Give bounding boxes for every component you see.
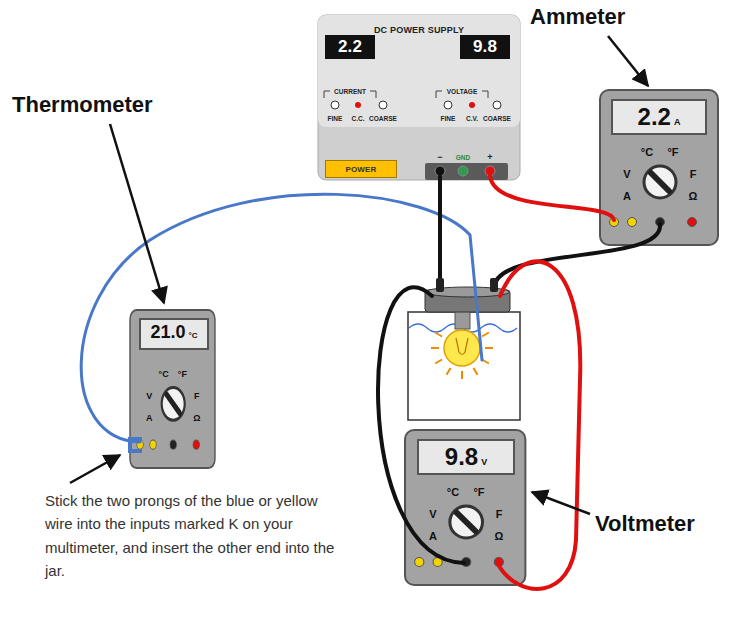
knob-label: COARSE [483, 115, 511, 122]
voltmeter-display: 9.8V [417, 439, 515, 475]
node-text: DC POWER SUPPLY [374, 25, 464, 35]
banana-plug [436, 278, 444, 292]
dial-setting-label: °C [159, 369, 169, 379]
dial-setting-label: F [690, 168, 697, 180]
knob [444, 101, 452, 109]
dial-setting-label: F [496, 508, 503, 520]
thermocouple-plug [130, 439, 142, 451]
dial-setting-label: Ω [689, 190, 698, 202]
dial-setting-label: °C [641, 146, 653, 158]
group-label: CURRENT [334, 88, 366, 95]
knob-label: FINE [328, 115, 343, 122]
red-wire [499, 261, 580, 588]
node-text: 2.2 [638, 103, 671, 131]
bulb-socket [455, 311, 470, 329]
ammeter-display: 2.2A [611, 99, 707, 135]
callout-label: Voltmeter [595, 511, 695, 537]
dial-setting-label: F [194, 391, 200, 401]
filament [456, 338, 468, 355]
plugs [130, 278, 498, 451]
dial-setting-label: °C [447, 486, 459, 498]
light-ray [461, 371, 463, 379]
black-wire [378, 287, 464, 563]
leader-arrow [110, 124, 164, 303]
supply-case [318, 15, 520, 180]
light-bulb [444, 330, 480, 366]
light-ray [431, 347, 439, 349]
dial-setting-label: A [623, 190, 631, 202]
thermometer-body [130, 310, 215, 468]
dial-setting-label: V [146, 391, 152, 401]
red-wire [490, 176, 614, 220]
indicator-led [355, 102, 361, 108]
dial-setting-label: °F [473, 486, 484, 498]
node-text: 2.2 [338, 37, 362, 57]
light-ray [435, 333, 442, 337]
terminal-label: − [437, 152, 442, 162]
voltage-display: 9.8 [460, 35, 510, 59]
light-ray [482, 333, 489, 337]
node-text: 21.0 [150, 322, 185, 343]
dial-setting-label: Ω [495, 530, 504, 542]
node-text: 9.8 [445, 443, 478, 471]
group-label: VOLTAGE [447, 88, 477, 95]
callout-label: Ammeter [530, 4, 625, 30]
jar-glass [408, 312, 520, 420]
dial-setting-label: V [429, 508, 436, 520]
black-wire [494, 224, 660, 288]
knob [379, 101, 387, 109]
knob-label: COARSE [369, 115, 397, 122]
dial-setting-label: A [146, 413, 153, 423]
leader-arrow [70, 455, 120, 483]
thermometer-display: 21.0 °C [139, 318, 209, 350]
banana-plug [490, 278, 498, 292]
led-label: C.C. [352, 115, 365, 122]
light-ray [485, 347, 493, 349]
terminal-label: GND [456, 154, 470, 161]
callout-label: Thermometer [12, 92, 153, 118]
led-label: C.V. [466, 115, 478, 122]
light-rays [431, 333, 493, 380]
indicator-led [469, 102, 475, 108]
black-wire [438, 176, 442, 288]
dial-setting-label: °F [178, 369, 187, 379]
terminal-strip [425, 163, 508, 180]
light-ray [435, 360, 442, 364]
unit-text: V [481, 457, 487, 467]
dial-setting-label: Ω [193, 413, 200, 423]
node-text: 9.8 [473, 37, 497, 57]
light-ray [474, 368, 478, 375]
ground-terminal [458, 166, 468, 176]
dial-setting-label: A [429, 530, 437, 542]
instruction-note: Stick the two prongs of the blue or yell… [45, 489, 335, 582]
knob [331, 101, 339, 109]
unit-text: A [674, 117, 681, 127]
node-text: POWER [345, 165, 376, 174]
terminal-label: + [487, 152, 492, 162]
jar [408, 287, 520, 420]
knob-label: FINE [441, 115, 456, 122]
ammeter-body [600, 90, 718, 245]
knob [493, 101, 501, 109]
power-supply-body [318, 15, 520, 180]
leader-arrow [532, 492, 590, 514]
leader-arrows [70, 36, 648, 514]
current-display: 2.2 [325, 35, 375, 59]
dial-setting-label: °F [667, 146, 678, 158]
supply-front-panel [318, 15, 520, 127]
light-ray [447, 368, 451, 375]
unit-text: °C [189, 331, 198, 340]
leader-arrow [608, 36, 648, 86]
power-button: POWER [325, 160, 397, 178]
dial-setting-label: V [623, 168, 630, 180]
